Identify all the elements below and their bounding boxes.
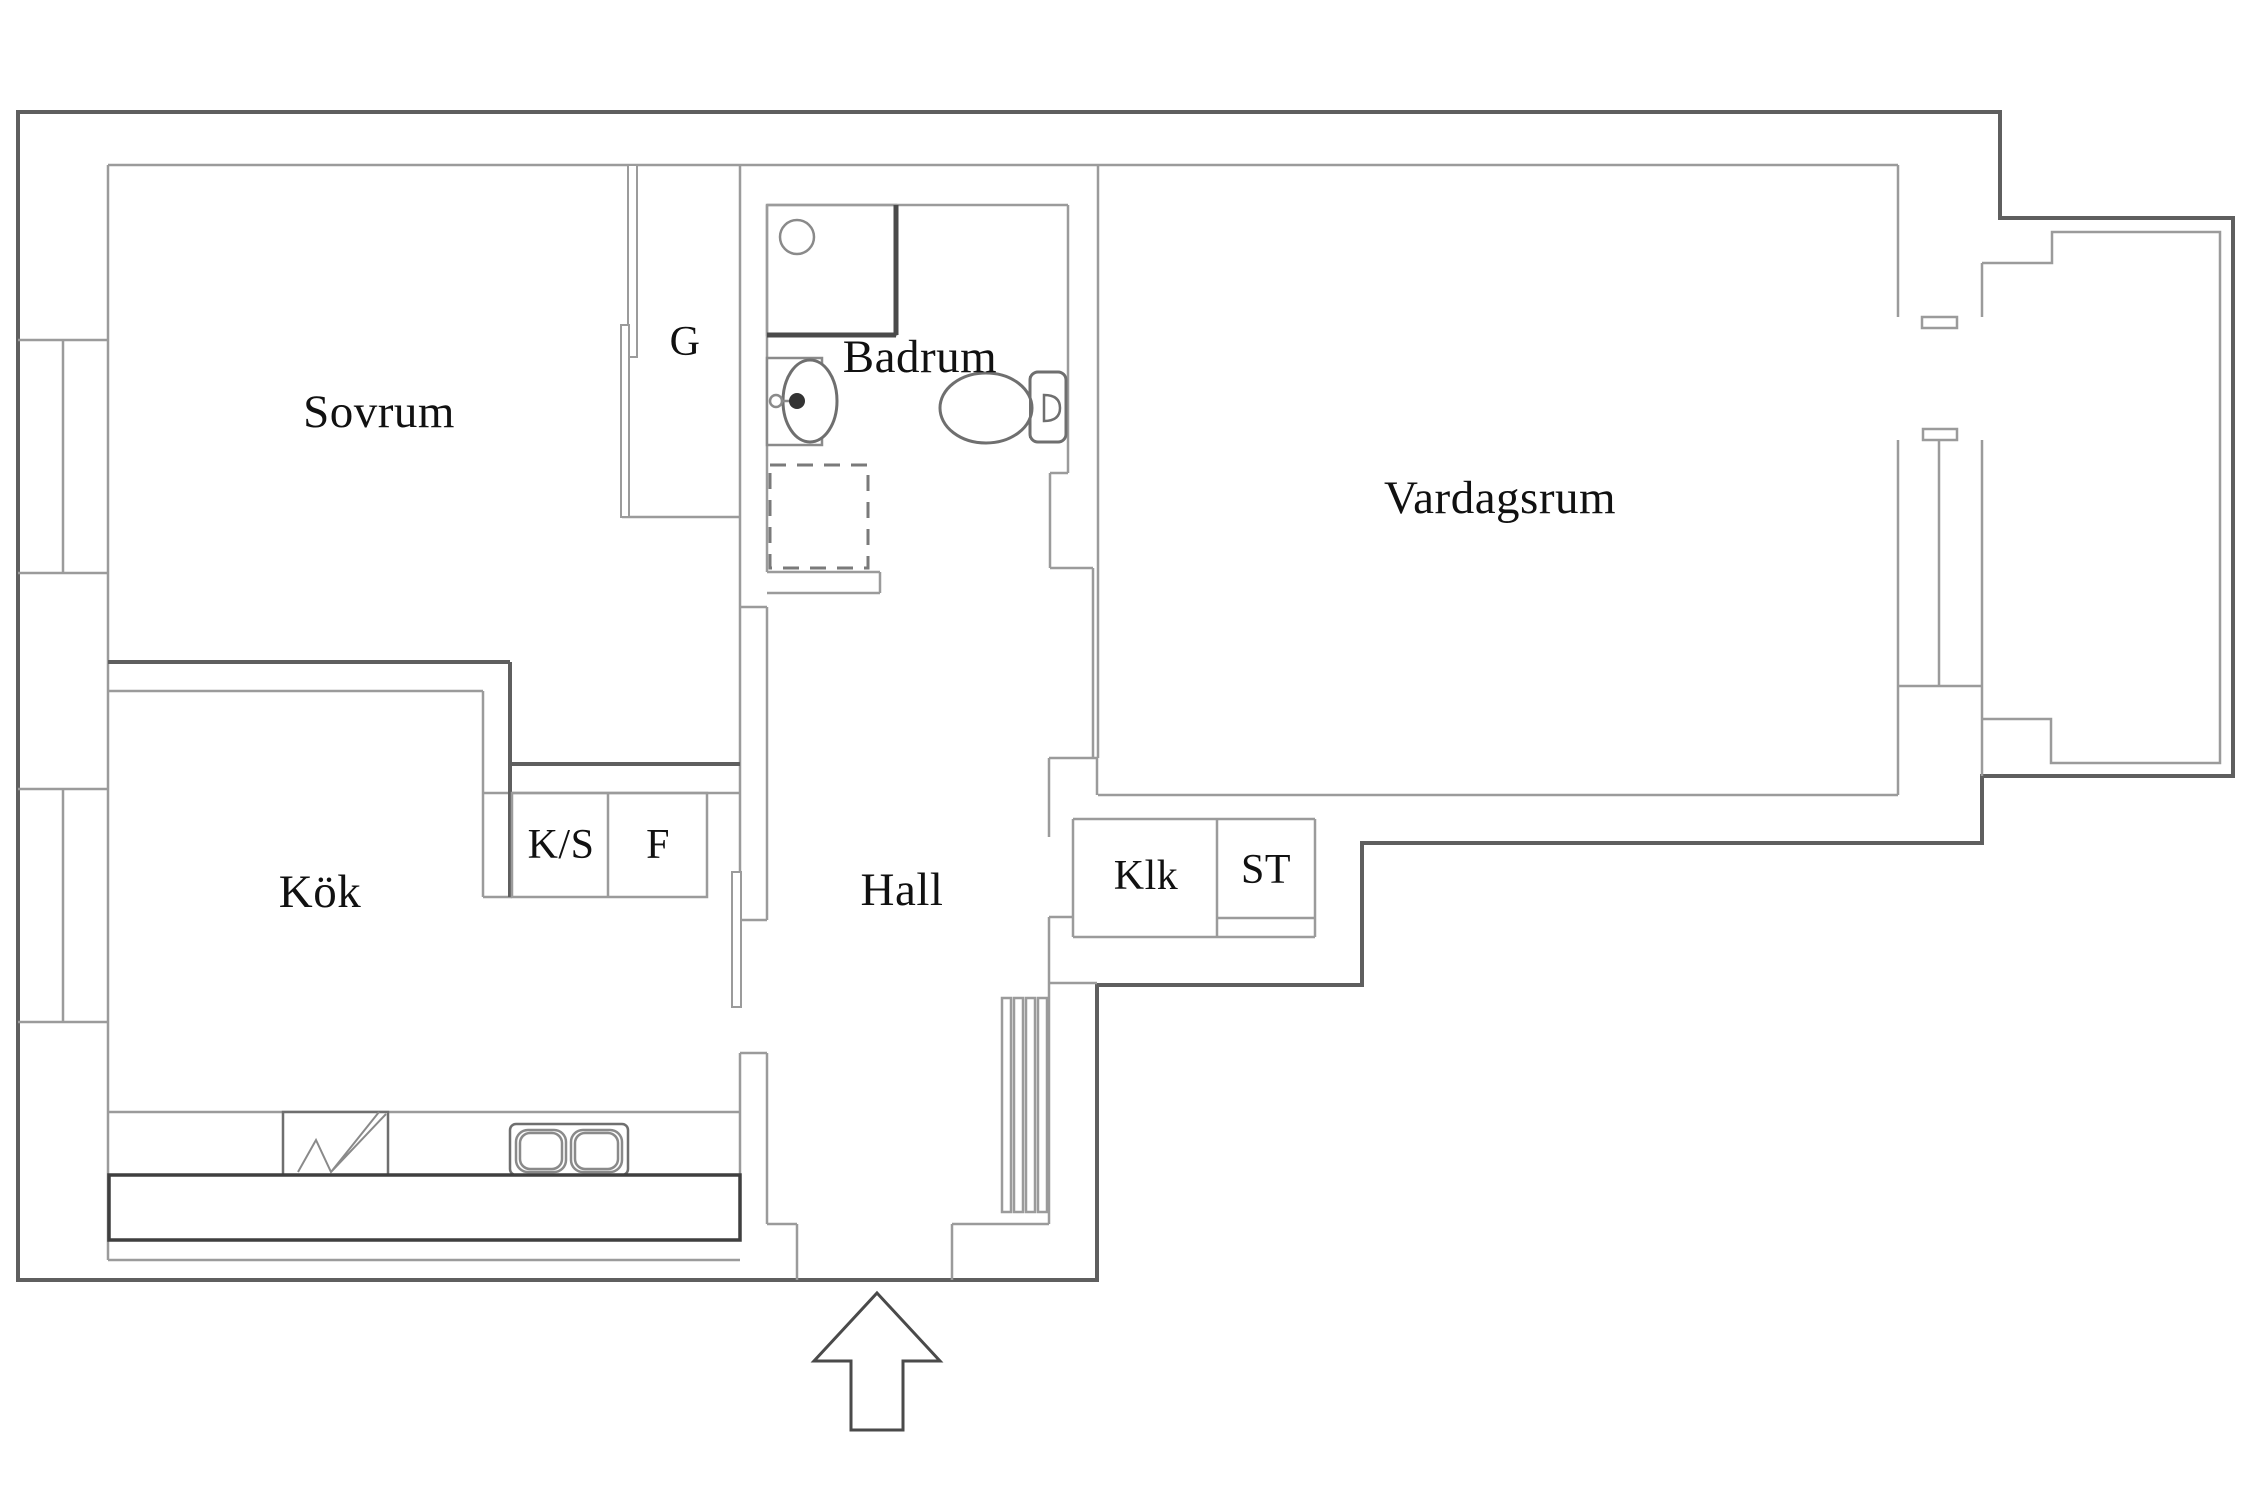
wall-kitchen-hall [738, 165, 769, 922]
shower-icon [765, 203, 899, 338]
washer-space-dashed-icon [768, 463, 870, 570]
inner-walls [18, 163, 2222, 1280]
washbasin-icon [765, 356, 839, 447]
wall-right-window-band [1896, 165, 1984, 795]
room-label-garderob: G [669, 319, 701, 365]
wall-kitchen-top [108, 689, 740, 899]
counter-slab [107, 1173, 742, 1242]
shower-drain-icon [778, 218, 816, 256]
entrance-arrow-icon [810, 1290, 944, 1432]
wall-entry [738, 983, 1051, 1280]
kitchen-door-leaf-icon [731, 871, 742, 1008]
outer-wall-outline [16, 110, 2235, 1282]
wall-closet-block [1047, 758, 1317, 985]
outer-walls [16, 110, 2235, 1282]
balcony-door-jamb-top [1920, 315, 1959, 330]
window-left-kok-icon [18, 787, 108, 1024]
badrum-fixtures [765, 203, 1068, 570]
room-label-vardagsrum: Vardagsrum [1383, 472, 1617, 524]
room-label-stad: ST [1240, 847, 1292, 893]
room-label-kladkammare: Klk [1113, 853, 1179, 899]
room-label-frys: F [646, 822, 670, 868]
wall-hall-vardagsrum [1049, 165, 1100, 795]
kitchen-cabinets [510, 791, 709, 899]
radiator-grille-icon [1000, 996, 1049, 1214]
faucet-icon [789, 393, 805, 409]
window-left-sovrum-icon [18, 338, 108, 575]
garderob-sliding-door-lower [620, 324, 630, 518]
balcony-door-jambs [1920, 315, 1959, 442]
stove-icon [281, 1110, 390, 1177]
balcony-door-jamb-bottom [1921, 427, 1959, 442]
wall-top-left-inner [106, 163, 1898, 1260]
room-label-kok: Kök [278, 866, 362, 918]
garderob-sliding-door-upper [627, 164, 638, 358]
toilet-flush-icon [1042, 393, 1062, 423]
room-label-hall: Hall [860, 864, 944, 916]
kitchen-counter-group [107, 1110, 742, 1242]
toilet-icon [938, 370, 1068, 445]
room-label-sovrum: Sovrum [303, 386, 455, 438]
sovrum-garderob-details [108, 164, 740, 897]
balcony-inner-outline [1982, 230, 2222, 765]
room-label-kyl-sval: K/S [527, 822, 595, 868]
kitchen-sink-icon [508, 1122, 630, 1177]
hall-details [731, 871, 1049, 1214]
wall-sovrum-bottom [108, 660, 740, 897]
room-label-badrum: Badrum [842, 331, 998, 383]
cabinet-ks-f-box [510, 791, 709, 899]
